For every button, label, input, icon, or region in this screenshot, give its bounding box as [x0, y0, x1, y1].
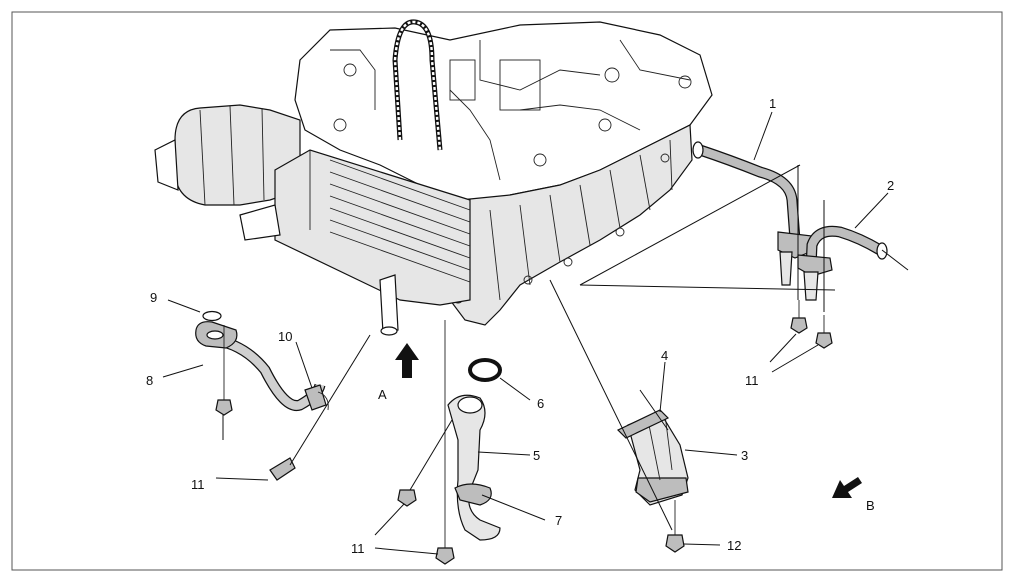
diagram-border [11, 11, 1003, 571]
view-label-a: A [378, 387, 387, 402]
bolts-right [790, 300, 833, 349]
leader-lines [162, 111, 889, 555]
callout-7: 7 [555, 513, 562, 528]
clamp-10 [304, 384, 329, 411]
bolts-left [215, 325, 296, 481]
callout-9: 9 [150, 290, 157, 305]
callout-3: 3 [741, 448, 748, 463]
callout-11-center: 11 [351, 541, 365, 556]
callout-6: 6 [537, 396, 544, 411]
o-ring-6 [468, 358, 502, 382]
pipe-1 [692, 141, 816, 286]
callout-8: 8 [146, 373, 153, 388]
gasket-4 [616, 409, 670, 439]
timing-chain [392, 19, 443, 151]
callout-4: 4 [661, 348, 668, 363]
assembly-lines [289, 164, 909, 531]
callout-5: 5 [533, 448, 540, 463]
view-arrow-a [395, 343, 419, 378]
bolts-center [397, 320, 455, 565]
bolt-12 [665, 500, 685, 553]
callout-11-right: 11 [745, 373, 759, 388]
view-label-b: B [866, 498, 875, 513]
callout-1: 1 [769, 96, 776, 111]
callout-10: 10 [278, 329, 292, 344]
callout-11-left: 11 [191, 477, 205, 492]
pipe-2 [797, 225, 888, 301]
callout-2: 2 [887, 178, 894, 193]
oil-cooler [239, 149, 471, 336]
callout-labels: 1 2 3 4 5 6 7 8 9 10 11 11 11 11 12 A B [146, 96, 894, 556]
view-arrow-b [832, 477, 862, 498]
engine-block [294, 21, 713, 326]
strainer-pipe-5 [447, 394, 501, 541]
callout-12: 12 [727, 538, 741, 553]
